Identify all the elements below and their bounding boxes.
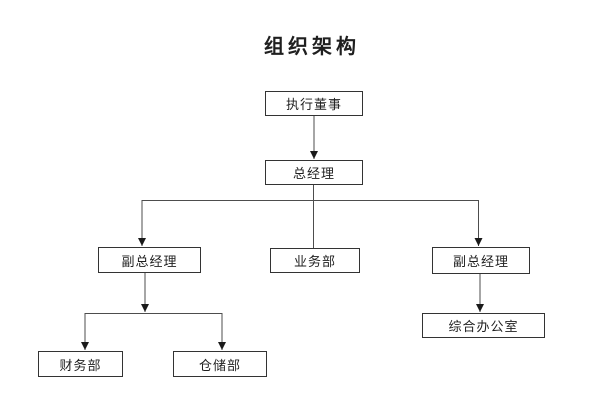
node-general-manager: 总经理 bbox=[265, 160, 363, 185]
node-general-office: 综合办公室 bbox=[422, 313, 545, 338]
node-executive-director: 执行董事 bbox=[265, 91, 363, 116]
diagram-title: 组织架构 bbox=[264, 34, 360, 58]
node-deputy-general-manager-right: 副总经理 bbox=[432, 247, 530, 274]
node-warehouse-department: 仓储部 bbox=[173, 351, 267, 377]
node-deputy-general-manager-left: 副总经理 bbox=[98, 247, 201, 273]
node-finance-department: 财务部 bbox=[38, 351, 123, 377]
node-business-department: 业务部 bbox=[270, 248, 360, 273]
